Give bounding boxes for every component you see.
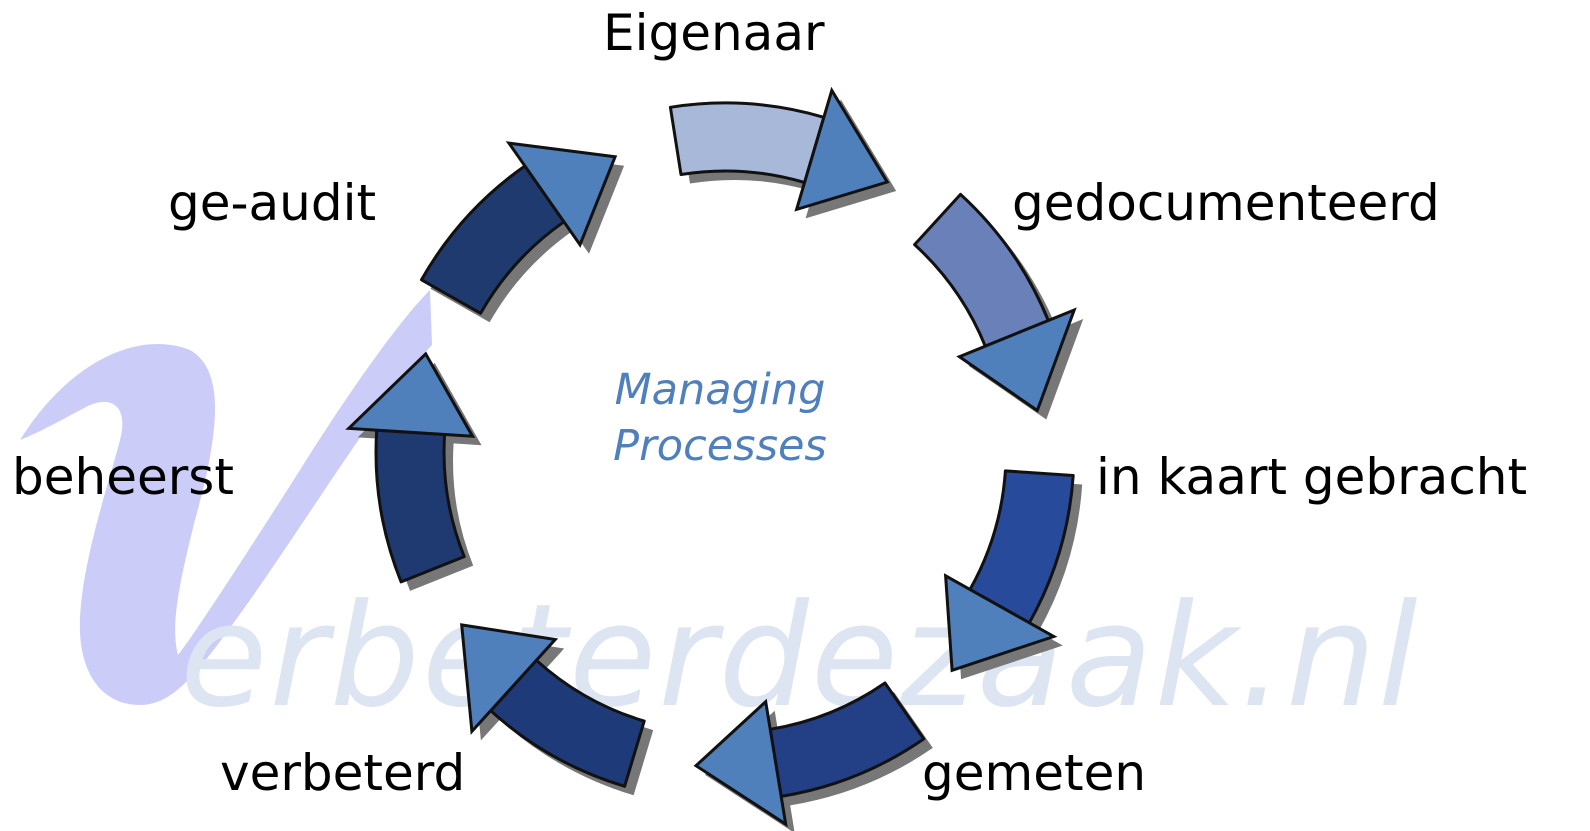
cycle-arrowhead — [943, 573, 1058, 673]
cycle-arrowhead — [345, 351, 476, 438]
cycle-arrowhead — [794, 86, 890, 212]
cycle-arrow-3 — [943, 469, 1083, 680]
cycle-arrow-4 — [693, 681, 933, 831]
cycle-arrow-2 — [913, 192, 1084, 420]
cycle-arrow-body — [668, 101, 826, 184]
cycle-arrowhead — [460, 623, 559, 735]
watermark-v-logo — [20, 290, 432, 705]
step-label-eigenaar: Eigenaar — [603, 4, 825, 62]
center-title: Managing Processes — [560, 362, 880, 474]
step-label-ge-audit: ge-audit — [168, 174, 377, 232]
cycle-arrow-6 — [345, 351, 482, 591]
step-label-verbeterd: verbeterd — [220, 744, 466, 802]
step-label-in-kaart-gebracht: in kaart gebracht — [1096, 448, 1528, 506]
cycle-arrowhead — [956, 307, 1077, 413]
center-title-line1: Managing — [614, 365, 826, 415]
center-title-line2: Processes — [613, 421, 827, 471]
cycle-arrow-1 — [668, 86, 897, 219]
step-label-gedocumenteerd: gedocumenteerd — [1012, 174, 1440, 232]
cycle-arrow-body — [768, 681, 926, 798]
cycle-arrowhead — [505, 141, 618, 248]
watermark-text: erbeterdezaak.nl — [180, 574, 1420, 739]
cycle-arrowhead — [693, 698, 788, 828]
step-label-gemeten: gemeten — [922, 744, 1147, 802]
cycle-arrow-7 — [420, 141, 625, 323]
cycle-arrow-5 — [460, 623, 654, 796]
step-label-beheerst: beheerst — [12, 448, 234, 506]
